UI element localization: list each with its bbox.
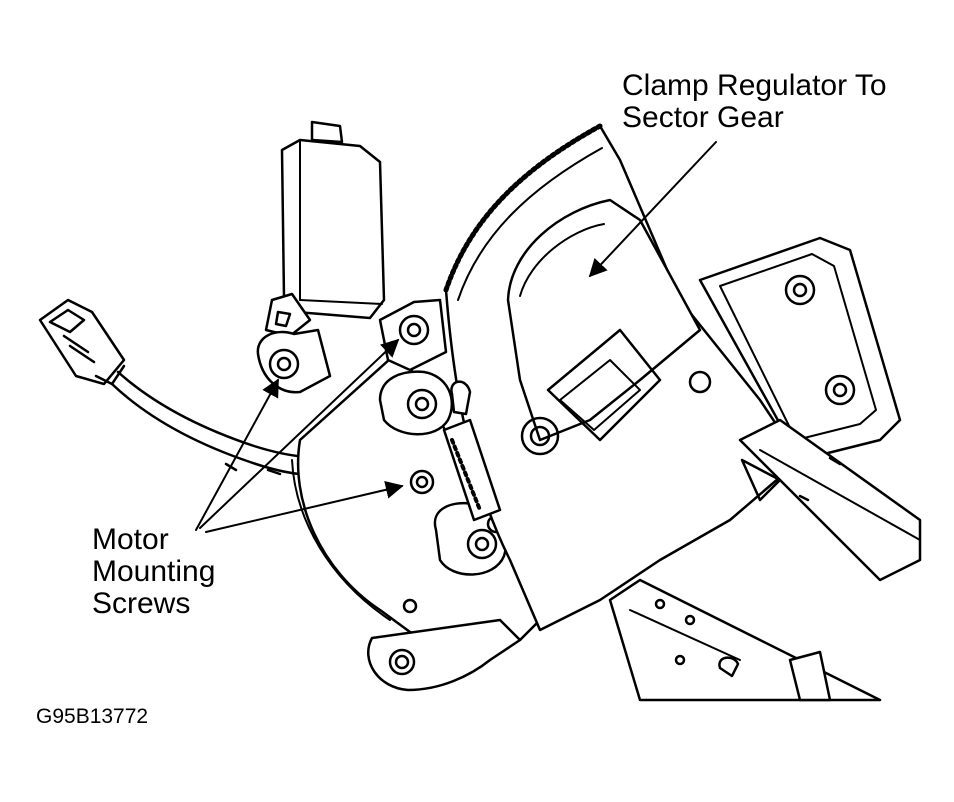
regulator-arm — [698, 236, 922, 582]
callout-clamp-line-1: Clamp Regulator To — [622, 69, 887, 102]
callout-motor-line-3: Screws — [92, 586, 191, 620]
callout-clamp-regulator: Clamp Regulator To Sector Gear — [622, 70, 887, 134]
leader-lines — [195, 141, 717, 533]
callout-motor-mounting-screws: Motor Mounting Screws — [92, 524, 215, 619]
callout-motor-line-2: Mounting — [92, 554, 216, 588]
sector-gear-plate — [442, 123, 802, 632]
lower-rail — [608, 578, 882, 702]
motor-body — [264, 120, 386, 338]
callout-clamp-line-2: Sector Gear — [622, 100, 784, 134]
motor-housing — [291, 348, 562, 692]
figure-id: G95B13772 — [36, 705, 149, 728]
callout-motor-line-1: Motor — [92, 523, 169, 556]
